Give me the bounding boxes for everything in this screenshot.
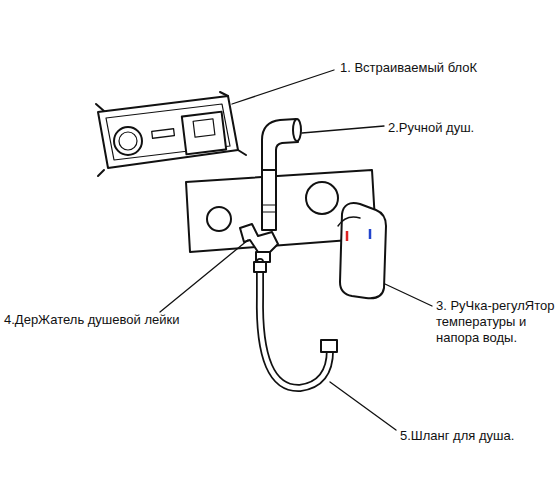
block-lug	[96, 104, 104, 111]
leader-line	[330, 382, 396, 430]
mixer-handle	[340, 203, 386, 298]
cold-mark	[369, 229, 372, 239]
hand-shower-head	[293, 119, 301, 141]
embedded-block	[98, 96, 238, 168]
hose-nut	[321, 340, 337, 352]
block-lug	[238, 150, 246, 155]
block-cartridge-port	[193, 119, 215, 137]
leader-line	[302, 126, 384, 133]
callout-label: 1. Встраиваемый блоК	[340, 60, 550, 76]
block-cartridge	[182, 112, 226, 155]
handle-neck	[338, 217, 360, 226]
callout-label: 3. РуЧка-регулЯтор температуры и напора …	[436, 298, 558, 346]
leader-line	[232, 70, 334, 104]
leader-line	[160, 240, 248, 312]
callout-label: 4.ДерЖатель душевой лейки	[4, 312, 234, 328]
hot-mark	[346, 231, 349, 241]
plate-hole	[306, 182, 338, 214]
shower-hose	[260, 262, 330, 388]
block-valve-knob	[114, 127, 142, 155]
handle-ring	[262, 204, 276, 205]
shower-hose-inner	[260, 262, 330, 388]
block-lug	[98, 170, 104, 176]
embedded-block-inner	[106, 104, 230, 160]
block-slot	[152, 129, 175, 139]
handle-ring	[262, 211, 276, 212]
leader-line	[385, 284, 432, 306]
block-lug	[220, 92, 228, 96]
hand-shower-handle	[262, 170, 276, 230]
plate-hole	[207, 207, 231, 231]
callout-label: 2.Ручной душ.	[388, 120, 548, 136]
hose-nut	[254, 262, 266, 272]
callout-label: 5.Шланг для душа.	[400, 428, 555, 444]
block-valve-core	[119, 132, 137, 150]
